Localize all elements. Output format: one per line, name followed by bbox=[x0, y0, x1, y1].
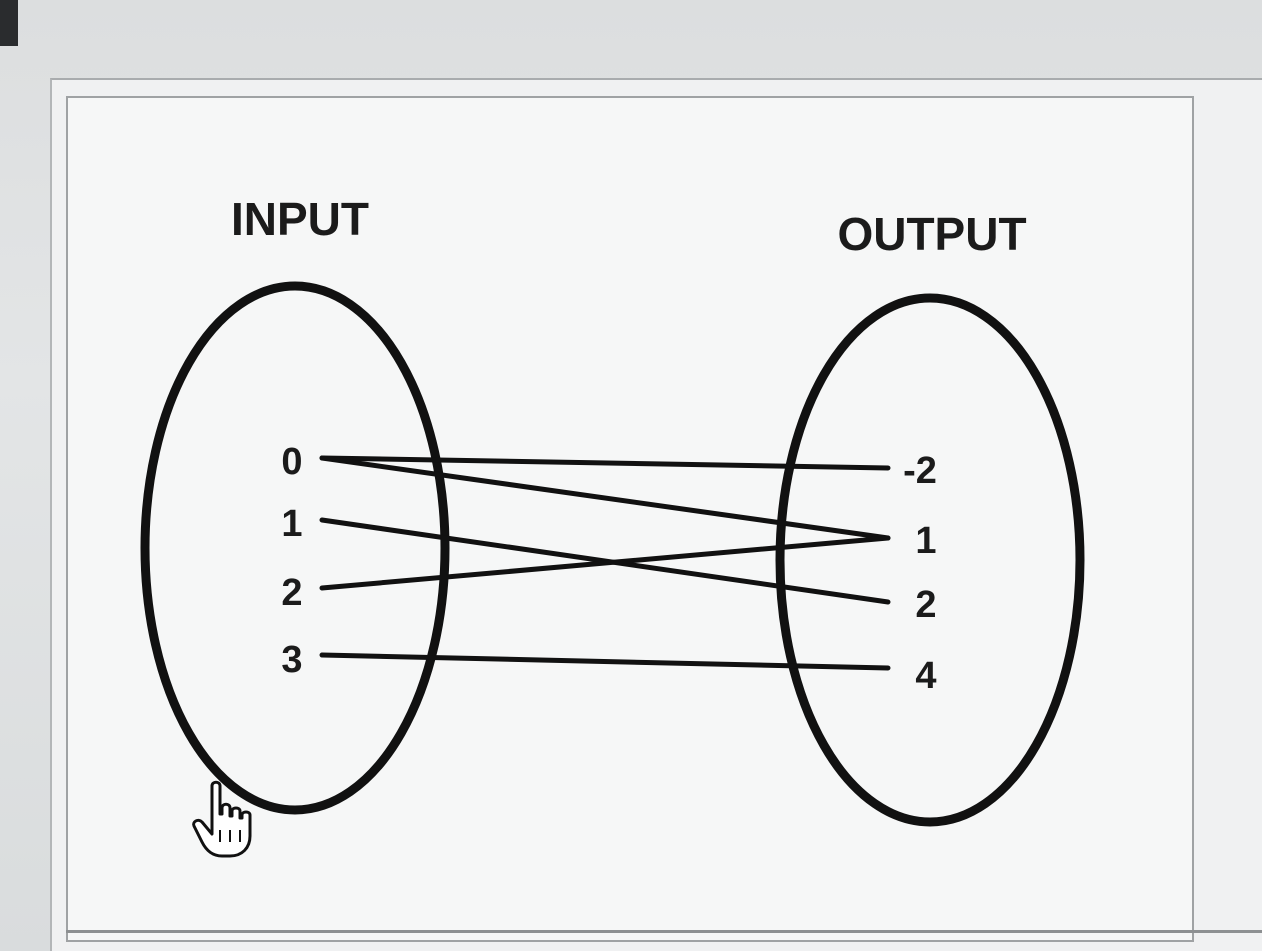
mapping-lines bbox=[319, 455, 891, 671]
output-value-1: 1 bbox=[915, 520, 936, 562]
output-label: OUTPUT bbox=[837, 208, 1026, 260]
input-value-0: 0 bbox=[281, 441, 302, 483]
mapping-line-3 bbox=[319, 535, 891, 591]
input-label: INPUT bbox=[231, 193, 369, 245]
output-value-3: 4 bbox=[915, 655, 936, 697]
input-oval bbox=[140, 281, 450, 815]
hand-pointer-icon bbox=[192, 780, 252, 858]
output-value-2: 2 bbox=[915, 584, 936, 626]
divider bbox=[66, 930, 1262, 933]
output-value-0: -2 bbox=[903, 450, 937, 492]
mapping-line-0 bbox=[319, 455, 891, 471]
input-value-1: 1 bbox=[281, 503, 302, 545]
output-oval bbox=[775, 293, 1085, 827]
input-value-2: 2 bbox=[281, 572, 302, 614]
mapping-line-1 bbox=[319, 455, 891, 541]
input-value-3: 3 bbox=[281, 639, 302, 681]
mapping-line-4 bbox=[319, 652, 891, 671]
window-edge bbox=[0, 0, 18, 46]
